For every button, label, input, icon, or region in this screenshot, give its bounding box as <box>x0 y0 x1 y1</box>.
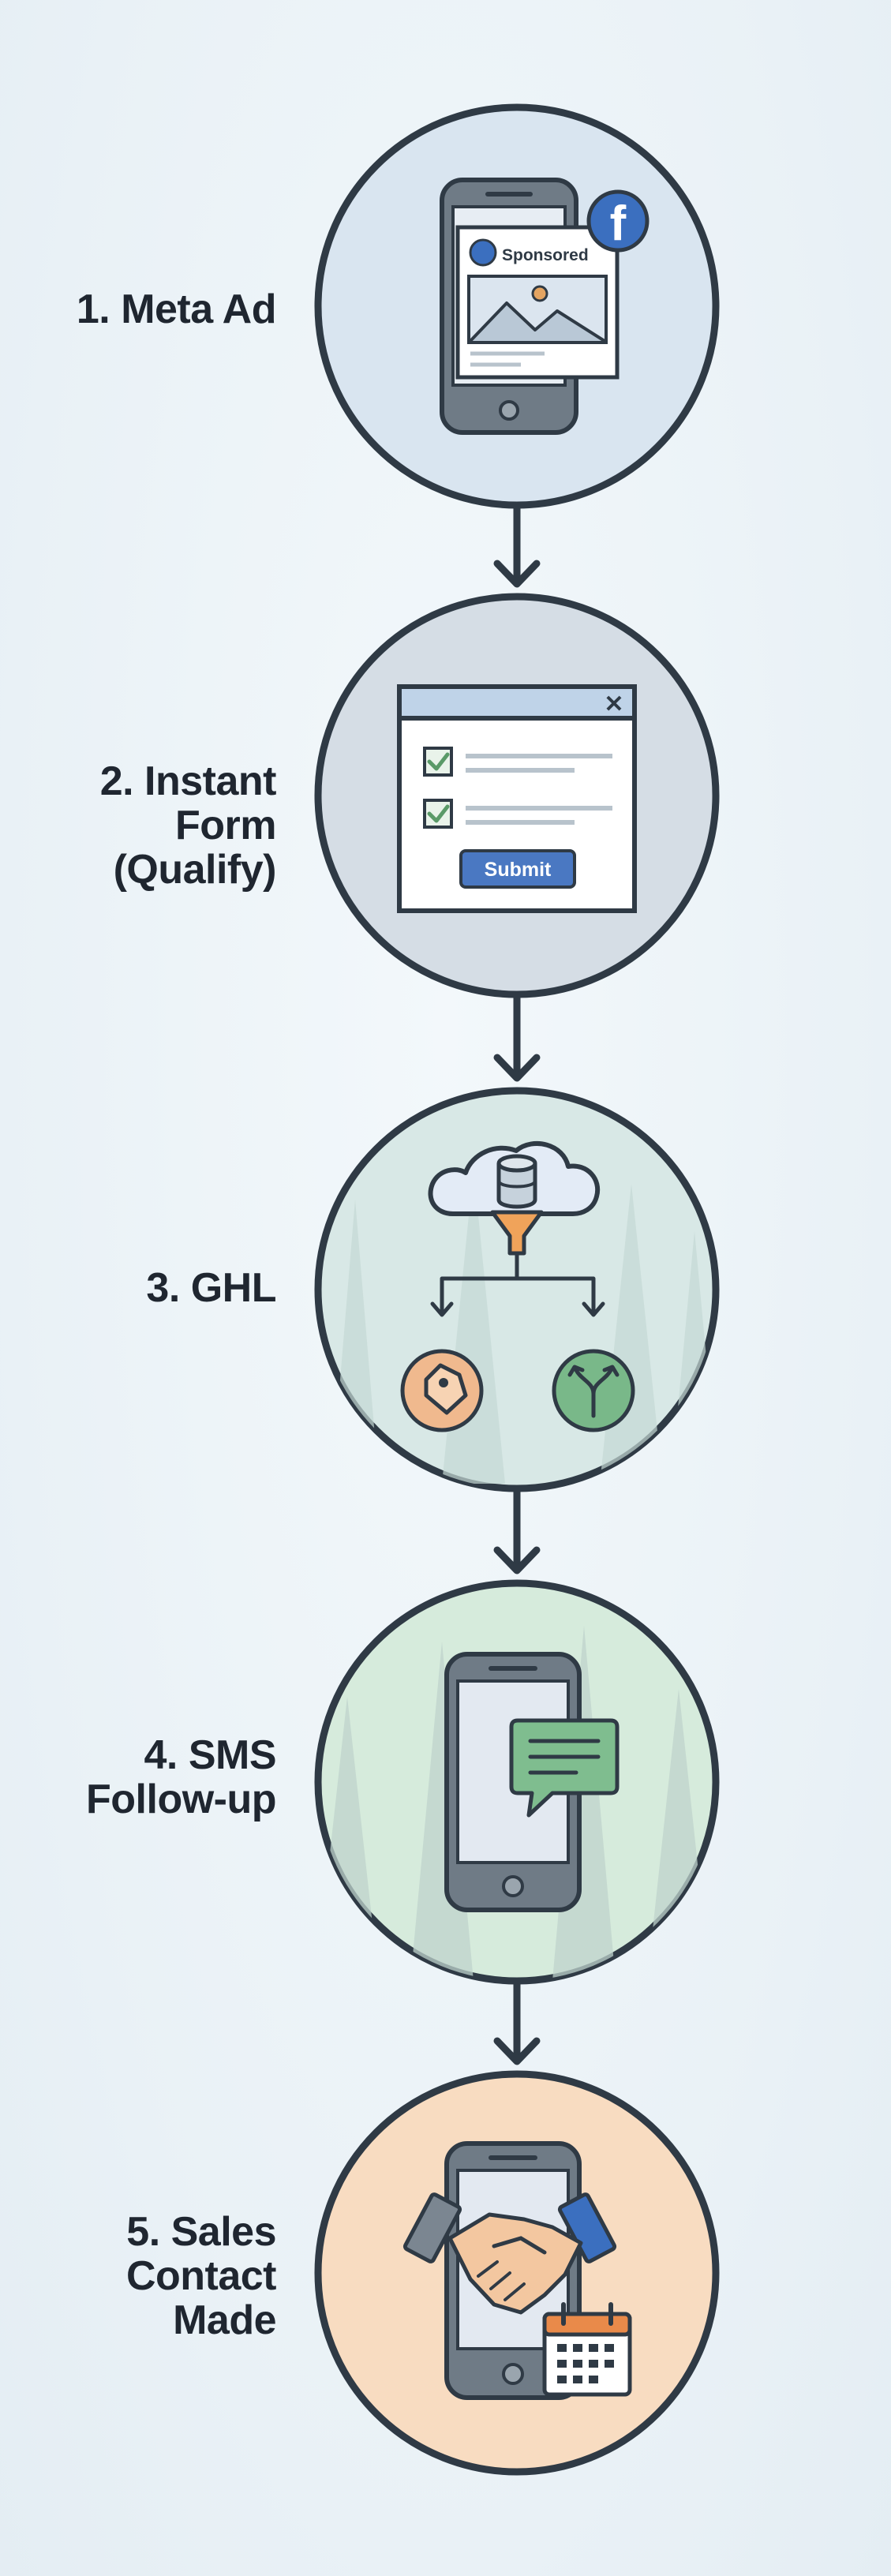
submit-label: Submit <box>485 859 552 881</box>
step-4-label: 4. SMS Follow-up <box>86 1732 276 1822</box>
branch-lines <box>430 1252 605 1317</box>
svg-text:f: f <box>610 197 627 251</box>
branch-icon <box>552 1349 635 1432</box>
connector-4-5 <box>493 1977 541 2065</box>
step-2-circle: ✕ Submit <box>314 593 720 998</box>
handshake-icon <box>402 2192 617 2315</box>
connector-1-2 <box>493 501 541 588</box>
step-3-label: 3. GHL <box>146 1265 276 1311</box>
step-1-circle: Sponsored f <box>314 103 720 509</box>
step-5-circle <box>314 2070 720 2476</box>
step-4-circle <box>314 1579 720 1985</box>
chat-bubble-icon <box>509 1718 620 1818</box>
database-icon <box>496 1154 537 1209</box>
connector-3-4 <box>493 1485 541 1574</box>
tag-icon <box>400 1349 484 1432</box>
form-window-icon: ✕ Submit <box>397 684 637 913</box>
facebook-icon: f <box>586 189 650 253</box>
calendar-icon <box>542 2302 632 2397</box>
checkbox-icon <box>423 799 453 829</box>
ad-card: Sponsored <box>455 225 620 380</box>
image-icon <box>467 275 608 344</box>
step-5-label: 5. Sales Contact Made <box>125 2209 277 2343</box>
submit-button[interactable]: Submit <box>459 849 576 889</box>
step-2-label: 2. Instant Form (Qualify) <box>99 758 277 893</box>
checkbox-icon <box>423 747 453 777</box>
connector-2-3 <box>493 990 541 1082</box>
funnel-icon <box>490 1210 544 1256</box>
step-3-circle <box>314 1087 720 1492</box>
step-1-label: 1. Meta Ad <box>76 286 277 332</box>
close-icon: ✕ <box>604 691 623 717</box>
sponsored-label: Sponsored <box>502 246 589 264</box>
